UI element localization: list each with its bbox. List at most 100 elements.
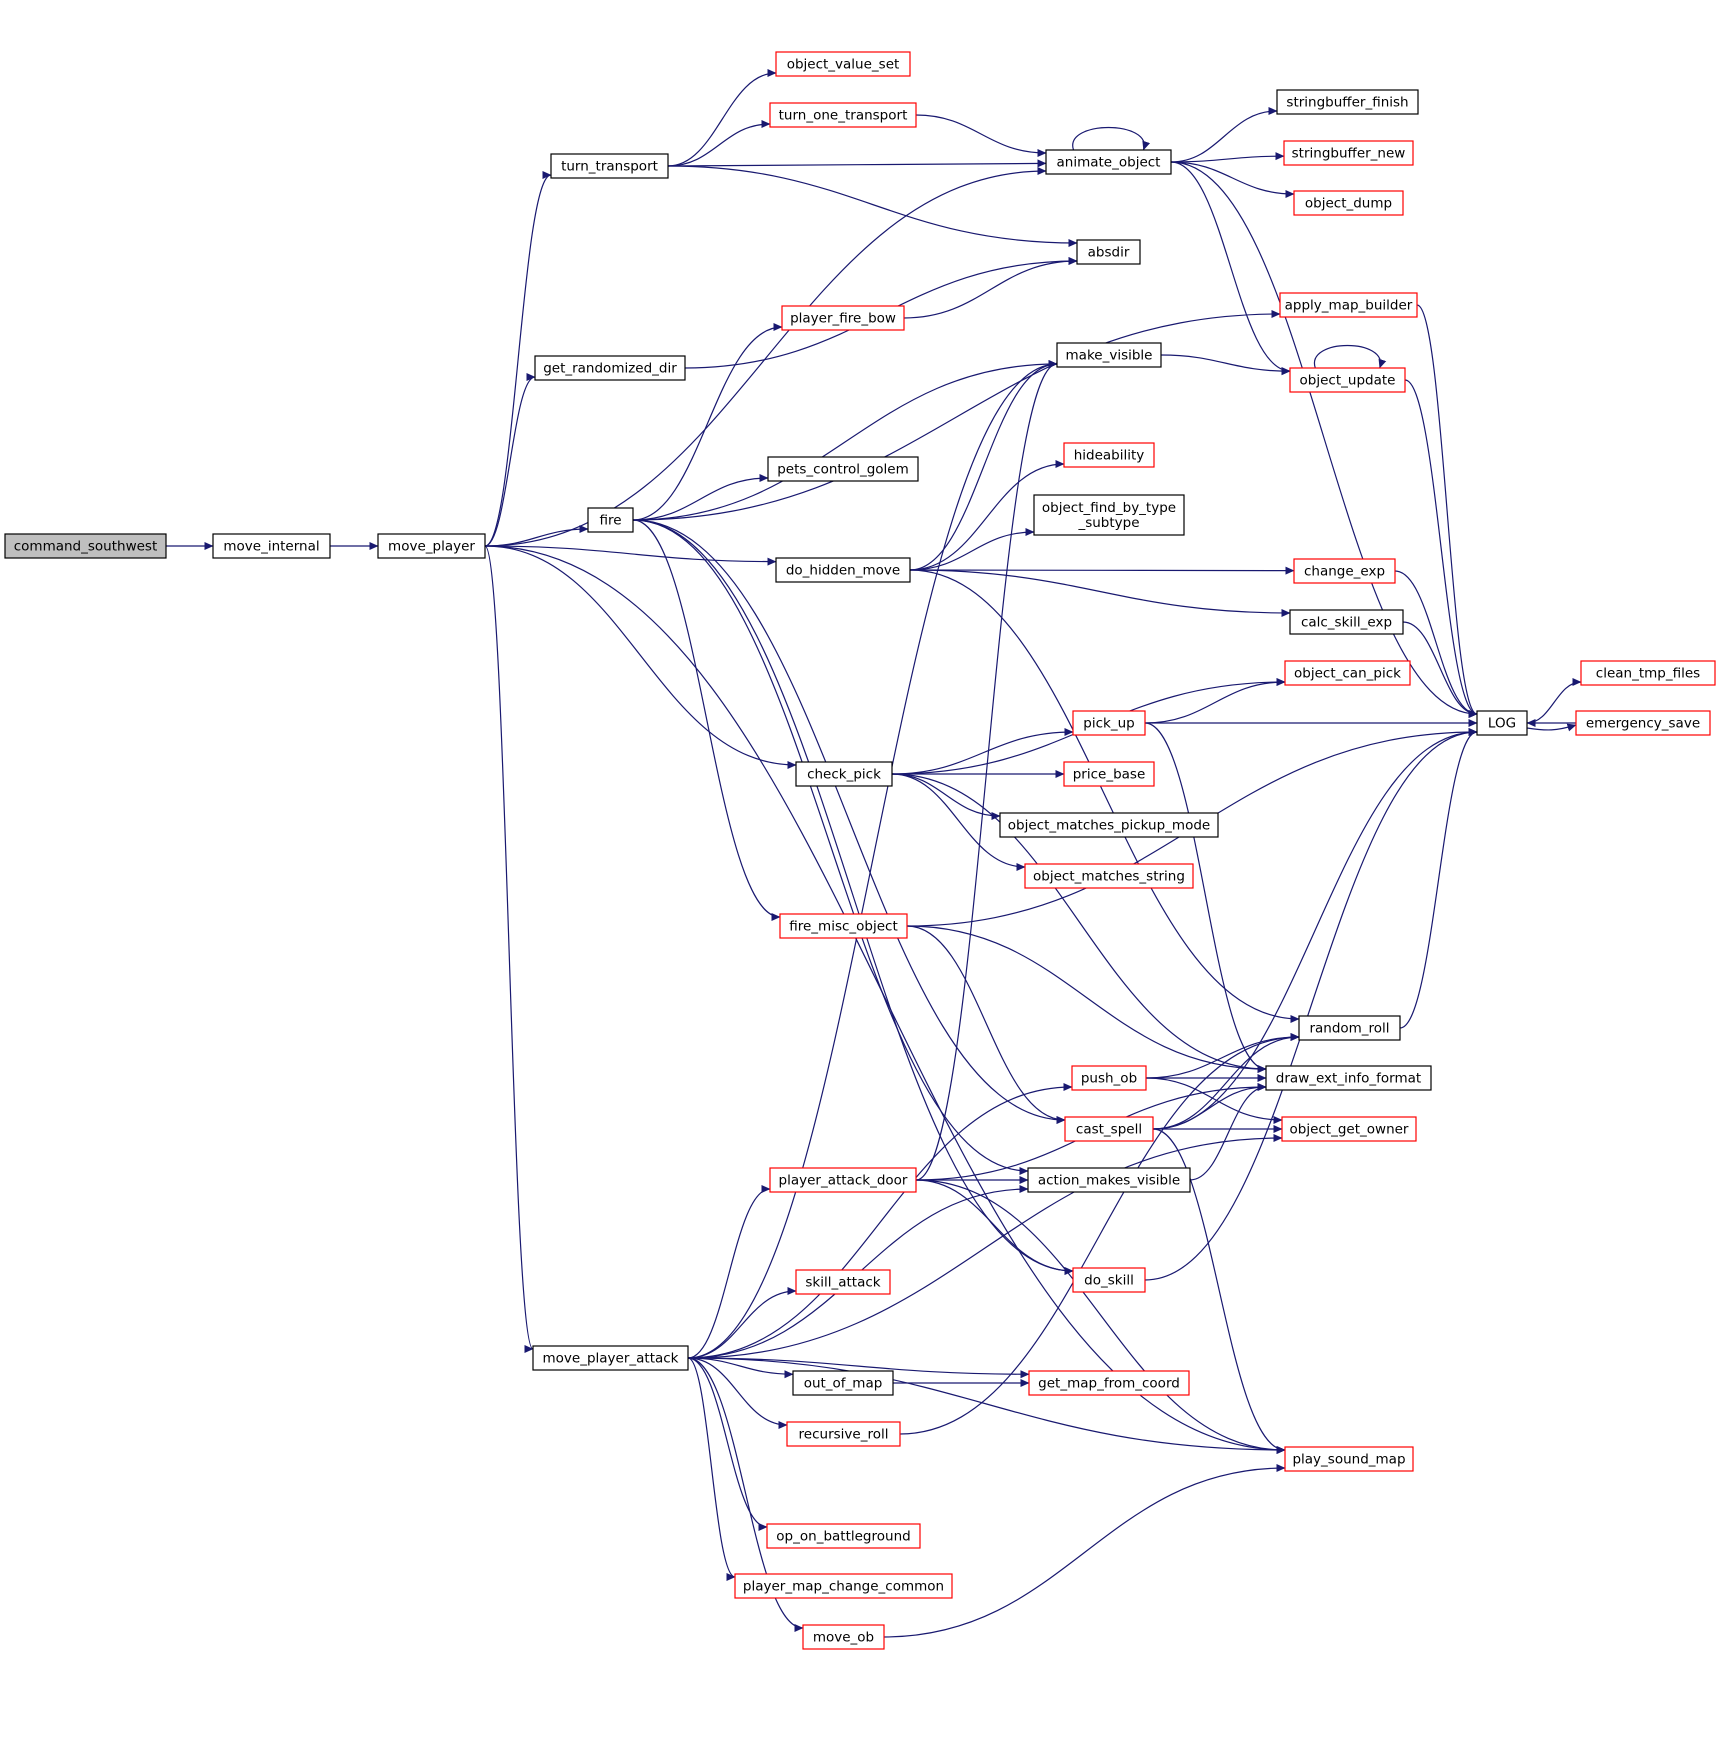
node-object-matches-string[interactable]: object_matches_string	[1024, 863, 1194, 889]
node-box-pick-up[interactable]	[1072, 710, 1146, 736]
node-object-update[interactable]: object_update	[1289, 367, 1406, 393]
node-box-object-get-owner[interactable]	[1281, 1116, 1417, 1142]
node-box-price-base[interactable]	[1063, 761, 1155, 787]
node-push-ob[interactable]: push_ob	[1071, 1065, 1147, 1091]
node-box-out-of-map[interactable]	[792, 1370, 894, 1396]
node-box-object-update[interactable]	[1289, 367, 1406, 393]
node-box-object-find-by-type-subtype[interactable]	[1033, 494, 1185, 536]
node-move-player[interactable]: move_player	[377, 533, 486, 559]
node-out-of-map[interactable]: out_of_map	[792, 1370, 894, 1396]
node-action-makes-visible[interactable]: action_makes_visible	[1027, 1167, 1191, 1193]
node-stringbuffer-finish[interactable]: stringbuffer_finish	[1276, 89, 1419, 115]
node-box-push-ob[interactable]	[1071, 1065, 1147, 1091]
node-box-do-skill[interactable]	[1072, 1267, 1146, 1293]
node-clean-tmp-files[interactable]: clean_tmp_files	[1580, 660, 1716, 686]
node-pets-control-golem[interactable]: pets_control_golem	[767, 456, 919, 482]
node-move-player-attack[interactable]: move_player_attack	[532, 1345, 689, 1371]
node-draw-ext-info-format[interactable]: draw_ext_info_format	[1265, 1065, 1432, 1091]
node-make-visible[interactable]: make_visible	[1056, 342, 1162, 368]
node-box-random-roll[interactable]	[1298, 1015, 1401, 1041]
node-box-command-southwest[interactable]	[4, 533, 167, 559]
node-do-skill[interactable]: do_skill	[1072, 1267, 1146, 1293]
node-player-map-change-common[interactable]: player_map_change_common	[734, 1573, 953, 1599]
node-change-exp[interactable]: change_exp	[1293, 558, 1396, 584]
node-box-move-player[interactable]	[377, 533, 486, 559]
node-do-hidden-move[interactable]: do_hidden_move	[775, 557, 911, 583]
node-box-animate-object[interactable]	[1045, 149, 1172, 175]
node-box-object-can-pick[interactable]	[1284, 660, 1411, 686]
node-object-can-pick[interactable]: object_can_pick	[1284, 660, 1411, 686]
node-emergency-save[interactable]: emergency_save	[1575, 710, 1711, 736]
node-box-object-matches-string[interactable]	[1024, 863, 1194, 889]
node-turn-one-transport[interactable]: turn_one_transport	[769, 102, 917, 128]
node-box-change-exp[interactable]	[1293, 558, 1396, 584]
node-stringbuffer-new[interactable]: stringbuffer_new	[1283, 140, 1414, 166]
node-price-base[interactable]: price_base	[1063, 761, 1155, 787]
node-box-get-map-from-coord[interactable]	[1028, 1370, 1190, 1396]
node-object-matches-pickup-mode[interactable]: object_matches_pickup_mode	[999, 812, 1219, 838]
node-object-dump[interactable]: object_dump	[1293, 190, 1404, 216]
node-box-move-player-attack[interactable]	[532, 1345, 689, 1371]
node-absdir[interactable]: absdir	[1076, 239, 1141, 265]
node-turn-transport[interactable]: turn_transport	[550, 153, 669, 179]
node-box-make-visible[interactable]	[1056, 342, 1162, 368]
node-hideability[interactable]: hideability	[1063, 442, 1155, 468]
node-box-emergency-save[interactable]	[1575, 710, 1711, 736]
node-move-ob[interactable]: move_ob	[802, 1624, 885, 1650]
node-object-find-by-type-subtype[interactable]: object_find_by_type_subtype	[1033, 494, 1185, 536]
node-box-player-map-change-common[interactable]	[734, 1573, 953, 1599]
node-box-clean-tmp-files[interactable]	[1580, 660, 1716, 686]
node-box-check-pick[interactable]	[795, 761, 893, 787]
node-box-cast-spell[interactable]	[1064, 1116, 1154, 1142]
node-box-draw-ext-info-format[interactable]	[1265, 1065, 1432, 1091]
node-box-fire[interactable]	[587, 507, 634, 533]
node-box-op-on-battleground[interactable]	[766, 1523, 921, 1549]
node-play-sound-map[interactable]: play_sound_map	[1284, 1446, 1414, 1472]
node-box-turn-transport[interactable]	[550, 153, 669, 179]
node-box-move-internal[interactable]	[212, 533, 331, 559]
node-box-calc-skill-exp[interactable]	[1289, 609, 1404, 635]
node-fire-misc-object[interactable]: fire_misc_object	[779, 913, 908, 939]
node-box-pets-control-golem[interactable]	[767, 456, 919, 482]
node-random-roll[interactable]: random_roll	[1298, 1015, 1401, 1041]
node-box-object-matches-pickup-mode[interactable]	[999, 812, 1219, 838]
node-box-play-sound-map[interactable]	[1284, 1446, 1414, 1472]
node-box-object-dump[interactable]	[1293, 190, 1404, 216]
node-object-value-set[interactable]: object_value_set	[775, 51, 911, 77]
node-box-skill-attack[interactable]	[795, 1269, 891, 1295]
node-recursive-roll[interactable]: recursive_roll	[786, 1421, 901, 1447]
node-box-turn-one-transport[interactable]	[769, 102, 917, 128]
node-log[interactable]: LOG	[1476, 710, 1528, 736]
node-cast-spell[interactable]: cast_spell	[1064, 1116, 1154, 1142]
node-box-absdir[interactable]	[1076, 239, 1141, 265]
node-skill-attack[interactable]: skill_attack	[795, 1269, 891, 1295]
node-pick-up[interactable]: pick_up	[1072, 710, 1146, 736]
node-box-fire-misc-object[interactable]	[779, 913, 908, 939]
node-check-pick[interactable]: check_pick	[795, 761, 893, 787]
node-box-do-hidden-move[interactable]	[775, 557, 911, 583]
node-apply-map-builder[interactable]: apply_map_builder	[1279, 292, 1418, 318]
node-object-get-owner[interactable]: object_get_owner	[1281, 1116, 1417, 1142]
node-box-player-fire-bow[interactable]	[781, 305, 905, 331]
node-animate-object[interactable]: animate_object	[1045, 149, 1172, 175]
node-box-log[interactable]	[1476, 710, 1528, 736]
node-box-move-ob[interactable]	[802, 1624, 885, 1650]
node-box-action-makes-visible[interactable]	[1027, 1167, 1191, 1193]
node-fire[interactable]: fire	[587, 507, 634, 533]
node-box-object-value-set[interactable]	[775, 51, 911, 77]
node-player-attack-door[interactable]: player_attack_door	[769, 1167, 917, 1193]
node-op-on-battleground[interactable]: op_on_battleground	[766, 1523, 921, 1549]
node-box-apply-map-builder[interactable]	[1279, 292, 1418, 318]
node-move-internal[interactable]: move_internal	[212, 533, 331, 559]
node-box-stringbuffer-finish[interactable]	[1276, 89, 1419, 115]
node-calc-skill-exp[interactable]: calc_skill_exp	[1289, 609, 1404, 635]
node-command-southwest[interactable]: command_southwest	[4, 533, 167, 559]
node-box-recursive-roll[interactable]	[786, 1421, 901, 1447]
node-player-fire-bow[interactable]: player_fire_bow	[781, 305, 905, 331]
node-box-hideability[interactable]	[1063, 442, 1155, 468]
node-get-map-from-coord[interactable]: get_map_from_coord	[1028, 1370, 1190, 1396]
node-box-player-attack-door[interactable]	[769, 1167, 917, 1193]
node-box-stringbuffer-new[interactable]	[1283, 140, 1414, 166]
node-box-get-randomized-dir[interactable]	[534, 355, 686, 381]
node-get-randomized-dir[interactable]: get_randomized_dir	[534, 355, 686, 381]
